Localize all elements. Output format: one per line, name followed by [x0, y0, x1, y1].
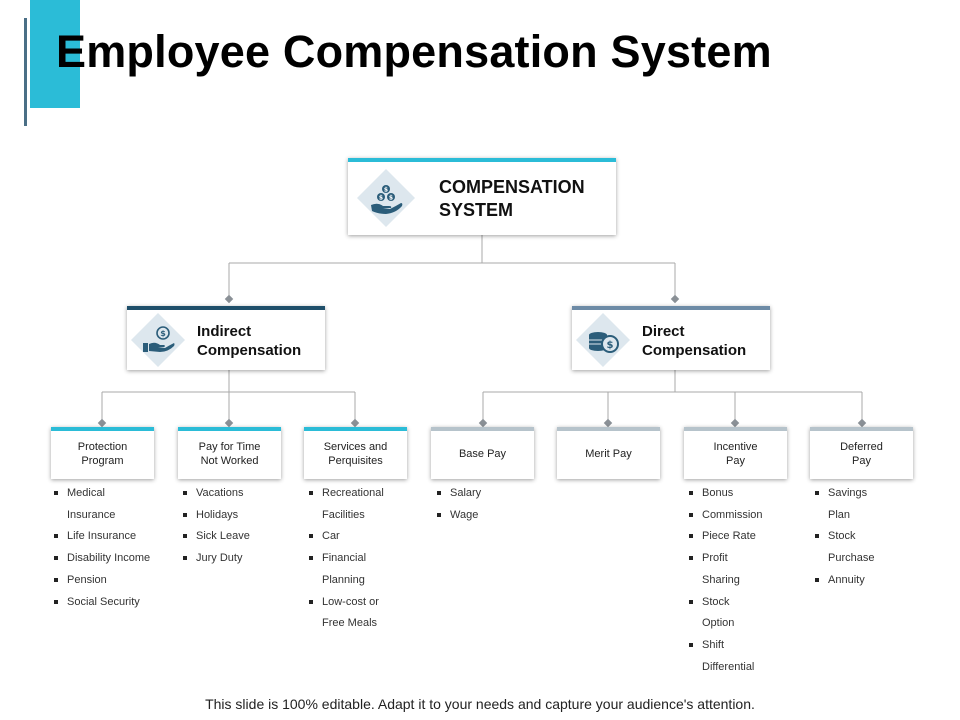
node-top-bar	[810, 427, 913, 431]
list-item: Bonus	[687, 483, 763, 505]
category-label: Services and Perquisites	[323, 441, 388, 467]
list-item-continued: Plan	[828, 508, 851, 521]
list-item: Salary	[435, 483, 481, 505]
node-top-bar	[304, 427, 407, 431]
list-item: Piece Rate	[687, 526, 763, 548]
merit-pay-node: Merit Pay	[557, 427, 660, 479]
category-label: Pay for Time Not Worked	[198, 441, 261, 467]
title-accent-line	[24, 18, 27, 126]
category-label: Deferred Pay	[840, 441, 883, 467]
list-item: Recreational	[307, 483, 384, 505]
list-item: Annuity	[813, 570, 874, 592]
compensation-system-node: $ $ $ COMPENSATION SYSTEM	[348, 158, 616, 235]
svg-text:$: $	[384, 187, 388, 194]
node-top-bar	[557, 427, 660, 431]
list-item: Low-cost or	[307, 592, 384, 614]
list-item: Social Security	[52, 592, 150, 614]
node-top-bar	[127, 306, 325, 310]
node-top-bar	[51, 427, 154, 431]
hand-coins-icon: $ $ $	[357, 169, 415, 227]
node-top-bar	[572, 306, 770, 310]
list-item: Pension	[52, 570, 150, 592]
pay-for-time-list: Vacations Holidays Sick Leave Jury Duty	[181, 483, 250, 570]
base-pay-node: Base Pay	[431, 427, 534, 479]
node-top-bar	[431, 427, 534, 431]
indirect-compensation-node: $ Indirect Compensation	[127, 306, 325, 370]
list-item-continued: Insurance	[67, 508, 116, 521]
list-item: Stock	[687, 592, 763, 614]
list-item: Savings	[813, 483, 874, 505]
svg-text:$: $	[379, 195, 383, 202]
svg-text:$: $	[389, 195, 393, 202]
services-and-perquisites-node: Services and Perquisites	[304, 427, 407, 479]
footer-note: This slide is 100% editable. Adapt it to…	[205, 696, 755, 712]
node-top-bar	[684, 427, 787, 431]
services-list: Recreational Facilities Car Financial Pl…	[307, 483, 384, 635]
list-item-continued: Sharing	[702, 573, 740, 586]
list-item: Car	[307, 526, 384, 548]
list-item: Profit	[687, 548, 763, 570]
category-label: Base Pay	[458, 448, 507, 460]
list-item: Financial	[307, 548, 384, 570]
direct-compensation-label: Direct Compensation	[642, 323, 747, 359]
coin-stack-icon: $	[576, 313, 630, 367]
list-item: Sick Leave	[181, 526, 250, 548]
category-label: Incentive Pay	[713, 441, 758, 467]
list-item: Disability Income	[52, 548, 150, 570]
deferred-pay-node: Deferred Pay	[810, 427, 913, 479]
node-top-bar	[348, 158, 616, 162]
list-item: Holidays	[181, 505, 250, 527]
list-item-continued: Purchase	[828, 552, 875, 565]
hand-coin-icon: $	[131, 313, 185, 367]
list-item: Life Insurance	[52, 526, 150, 548]
list-item: Wage	[435, 505, 481, 527]
category-label: Protection Program	[77, 441, 128, 467]
list-item: Jury Duty	[181, 548, 250, 570]
title-accent-bar	[30, 0, 80, 108]
list-item-continued: Option	[702, 617, 735, 630]
svg-text:$: $	[160, 329, 166, 338]
pay-for-time-not-worked-node: Pay for Time Not Worked	[178, 427, 281, 479]
page-title: Employee Compensation System	[56, 26, 772, 77]
base-pay-list: Salary Wage	[435, 483, 481, 526]
list-item: Shift	[687, 635, 763, 657]
list-item: Commission	[687, 505, 763, 527]
category-label: Merit Pay	[585, 448, 632, 460]
list-item: Vacations	[181, 483, 250, 505]
compensation-system-label: COMPENSATION SYSTEM	[439, 177, 585, 220]
node-top-bar	[178, 427, 281, 431]
protection-program-node: Protection Program	[51, 427, 154, 479]
incentive-pay-list: Bonus Commission Piece Rate Profit Shari…	[687, 483, 763, 678]
incentive-pay-node: Incentive Pay	[684, 427, 787, 479]
indirect-compensation-label: Indirect Compensation	[197, 323, 302, 359]
list-item: Stock	[813, 526, 874, 548]
list-item: Medical	[52, 483, 150, 505]
protection-program-list: Medical Insurance Life Insurance Disabil…	[52, 483, 150, 613]
list-item-continued: Free Meals	[322, 617, 378, 630]
list-item-continued: Planning	[322, 573, 365, 586]
list-item-continued: Facilities	[322, 508, 365, 521]
direct-compensation-node: $ Direct Compensation	[572, 306, 770, 370]
list-item-continued: Differential	[702, 660, 755, 673]
svg-text:$: $	[607, 340, 614, 351]
deferred-pay-list: Savings Plan Stock Purchase Annuity	[813, 483, 874, 592]
